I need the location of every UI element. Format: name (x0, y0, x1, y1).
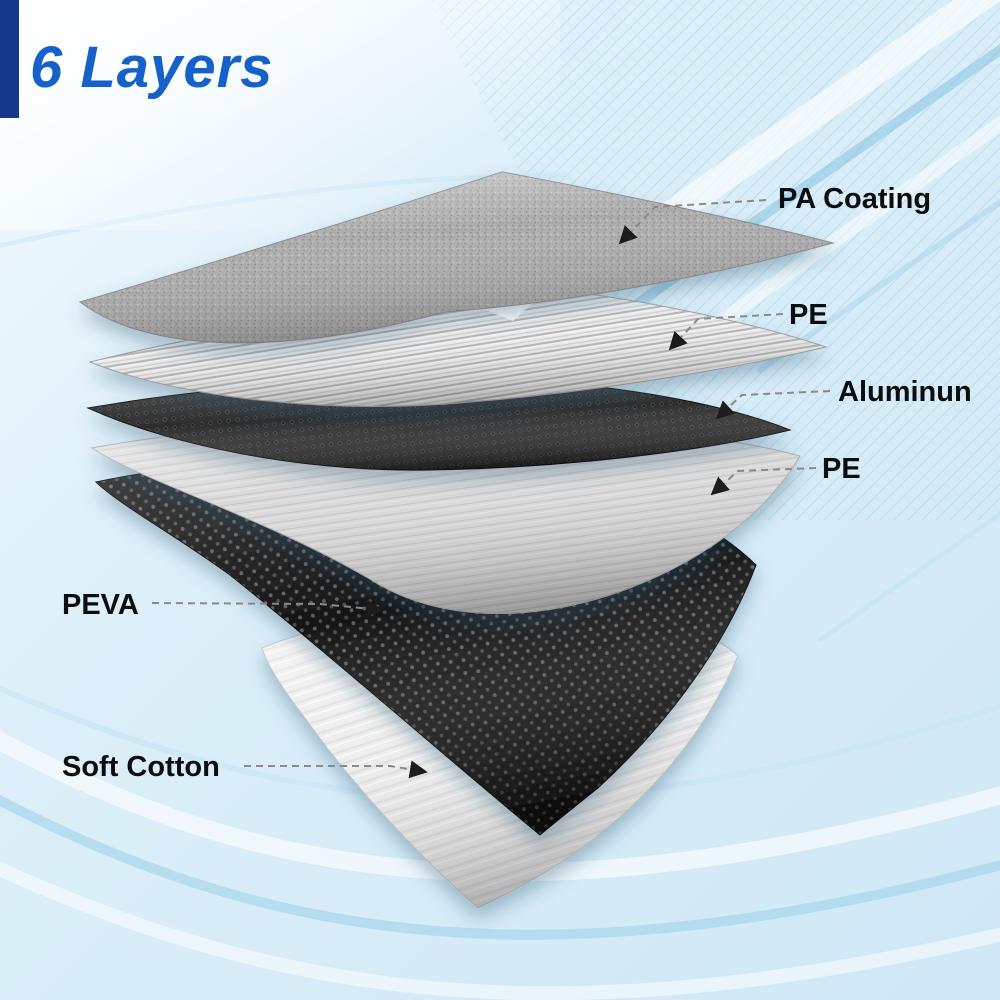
layer-label-pa-coating: PA Coating (778, 183, 932, 215)
layer-sheet-aluminum (86, 378, 792, 471)
layer-label-peva: PEVA (62, 589, 139, 621)
page-title: 6 Layers (30, 35, 274, 100)
title-accent-bar (0, 0, 19, 118)
layer-label-aluminum: Aluminun (838, 376, 972, 408)
layer-sheet-pa-coating (78, 171, 835, 344)
leader-pe-upper (668, 313, 784, 351)
layer-label-soft-cotton: Soft Cotton (62, 751, 220, 783)
leader-lines (151, 199, 831, 779)
leader-aluminum (715, 390, 831, 420)
layer-sheet-pe-lower (90, 418, 801, 615)
leader-pa-coating (618, 199, 767, 245)
leader-soft-cotton (244, 760, 428, 779)
layer-label-pe-upper: PE (789, 299, 828, 331)
wave-lines-bottom (0, 685, 1000, 1000)
leader-pe-lower (710, 467, 817, 496)
leader-peva (151, 599, 384, 618)
layer-label-pe-lower: PE (822, 453, 861, 485)
